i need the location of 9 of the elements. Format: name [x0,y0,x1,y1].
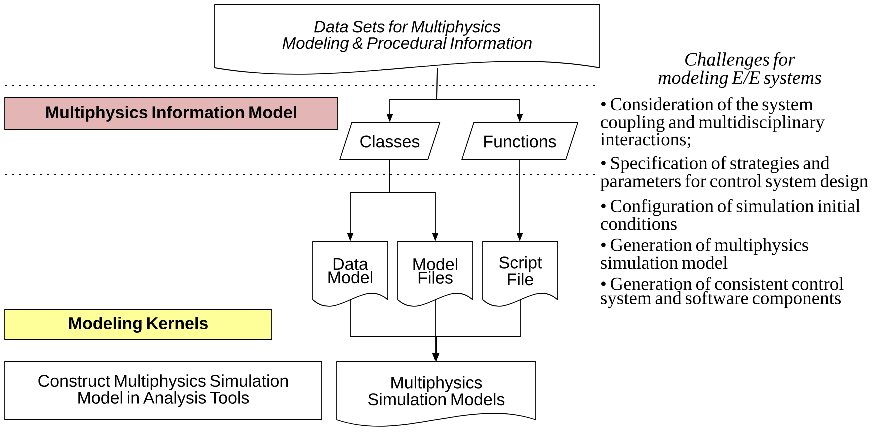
bullet-item: • Configuration of simulation initial conditions [601,199,860,230]
bullet-item: • Generation of multiphysics simulation model [601,238,808,270]
section-label: Multiphysics Information Model [4,98,338,130]
bullet-item: • Consideration of the system coupling and multidisciplinary interactions; [600,97,825,148]
section-label: Modeling Kernels [4,310,272,340]
bullet-item: • Specification of strategies and parameters for control system design [600,156,868,192]
note-heading: Challenges for modeling E/E systems [658,52,822,88]
process-box: Construct Multiphysics Simulation Model in Analysis Tools [4,362,322,420]
bullet-item: • Generation of consistent control system and software components [601,277,844,308]
